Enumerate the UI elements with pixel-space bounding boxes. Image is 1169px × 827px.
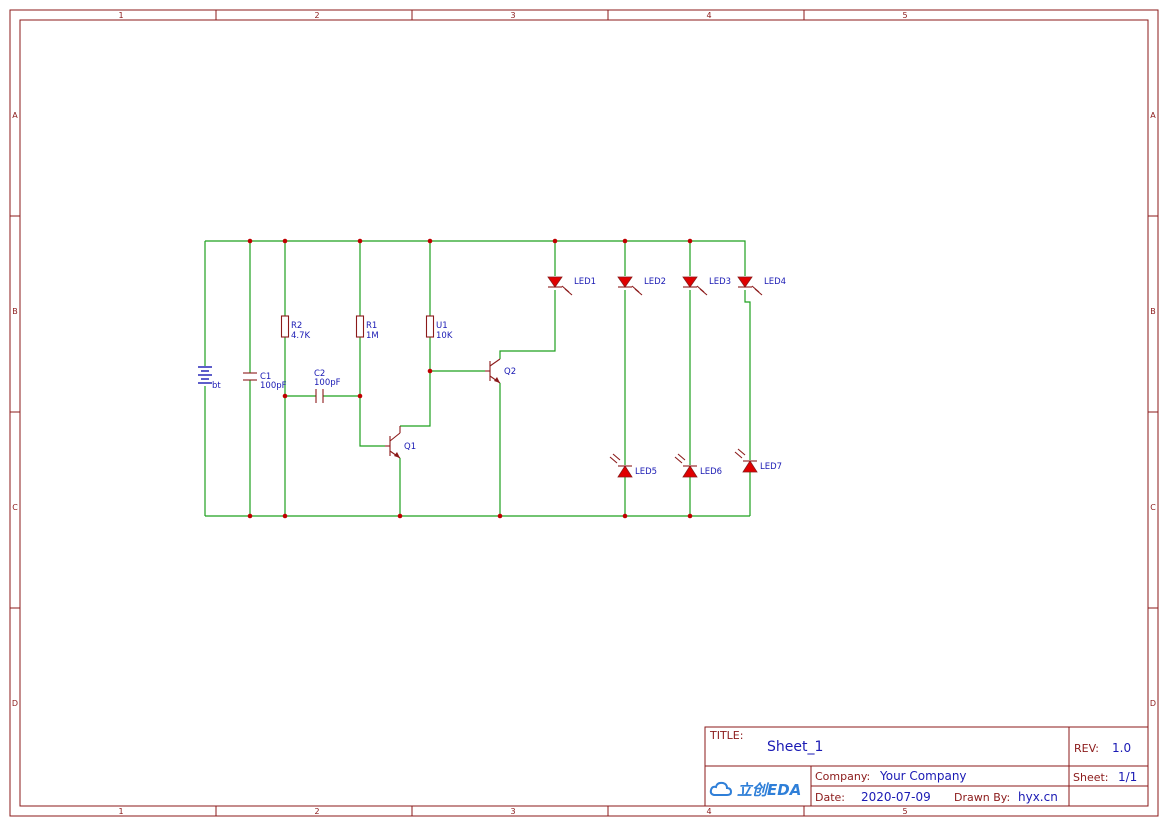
transistor-q1[interactable]: Q1	[385, 426, 416, 459]
led5-ref: LED5	[635, 467, 657, 477]
zone-row-right-D: D	[1150, 699, 1156, 708]
resistor-r2[interactable]: R2 4.7K	[280, 315, 311, 341]
zone-row-left-D: D	[12, 699, 18, 708]
q1-ref: Q1	[404, 442, 416, 452]
r1-value: 1M	[366, 331, 379, 341]
led-6[interactable]: LED6	[674, 453, 722, 478]
c1-ref: C1	[260, 372, 271, 382]
zone-row-left-B: B	[12, 307, 18, 316]
led7-ref: LED7	[760, 462, 782, 472]
led-7[interactable]: LED7	[734, 448, 782, 473]
title-label: TITLE:	[709, 729, 743, 742]
led-2[interactable]: LED2	[617, 276, 666, 296]
zone-row-right-C: C	[1150, 503, 1156, 512]
drawn-by-label: Drawn By:	[954, 791, 1010, 804]
zone-col-top-5: 5	[902, 11, 907, 20]
led-4[interactable]: LED4	[737, 276, 786, 296]
r1-ref: R1	[366, 321, 377, 331]
r2-ref: R2	[291, 321, 302, 331]
led6-ref: LED6	[700, 467, 722, 477]
led2-ref: LED2	[644, 277, 666, 287]
battery-ref: bt	[212, 381, 221, 391]
capacitor-c2[interactable]: C2 100pF	[314, 369, 341, 403]
battery-symbol[interactable]: bt	[198, 366, 221, 391]
eda-logo: 立创EDA	[709, 781, 801, 799]
sheet-frame: 1 2 3 4 5 1 2 3 4 5 A B C D A B C D	[9, 9, 1159, 817]
c1-value: 100pF	[260, 381, 287, 391]
sheet-title: Sheet_1	[767, 739, 823, 755]
zone-col-bottom-2: 2	[314, 807, 319, 816]
title-block: TITLE: Sheet_1 REV: 1.0 Company: Your Co…	[704, 726, 1149, 807]
led-5[interactable]: LED5	[609, 453, 657, 478]
resistor-u1[interactable]: U1 10K	[425, 315, 453, 341]
date-value: 2020-07-09	[861, 790, 931, 804]
led3-ref: LED3	[709, 277, 731, 287]
drawn-by-value: hyx.cn	[1018, 790, 1058, 804]
resistor-r1[interactable]: R1 1M	[355, 315, 379, 341]
zone-col-top-4: 4	[706, 11, 711, 20]
zone-row-left-A: A	[12, 111, 18, 120]
zone-col-bottom-3: 3	[510, 807, 515, 816]
zone-col-top-1: 1	[118, 11, 123, 20]
zone-col-bottom-1: 1	[118, 807, 123, 816]
wires	[204, 240, 751, 517]
sheet-label: Sheet:	[1073, 771, 1109, 784]
junctions	[247, 238, 693, 519]
company-value: Your Company	[879, 769, 967, 783]
q2-ref: Q2	[504, 367, 516, 377]
zone-col-bottom-4: 4	[706, 807, 711, 816]
u1-value: 10K	[436, 331, 453, 341]
rev-value: 1.0	[1112, 741, 1131, 755]
c2-ref: C2	[314, 369, 325, 379]
led1-ref: LED1	[574, 277, 596, 287]
zone-row-right-A: A	[1150, 111, 1156, 120]
u1-ref: U1	[436, 321, 448, 331]
led4-ref: LED4	[764, 277, 786, 287]
transistor-q2[interactable]: Q2	[485, 358, 516, 384]
led-1[interactable]: LED1	[547, 276, 596, 296]
logo-text: 立创EDA	[737, 781, 801, 799]
rev-label: REV:	[1074, 742, 1099, 755]
led-3[interactable]: LED3	[682, 276, 731, 296]
cloud-icon	[709, 781, 733, 796]
zone-col-top-2: 2	[314, 11, 319, 20]
zone-col-bottom-5: 5	[902, 807, 907, 816]
company-label: Company:	[815, 770, 870, 783]
r2-value: 4.7K	[291, 331, 311, 341]
zone-row-left-C: C	[12, 503, 18, 512]
sheet-value: 1/1	[1118, 770, 1137, 784]
date-label: Date:	[815, 791, 845, 804]
capacitor-c1[interactable]: C1 100pF	[243, 372, 287, 391]
zone-col-top-3: 3	[510, 11, 515, 20]
zone-row-right-B: B	[1150, 307, 1156, 316]
c2-value: 100pF	[314, 378, 341, 388]
